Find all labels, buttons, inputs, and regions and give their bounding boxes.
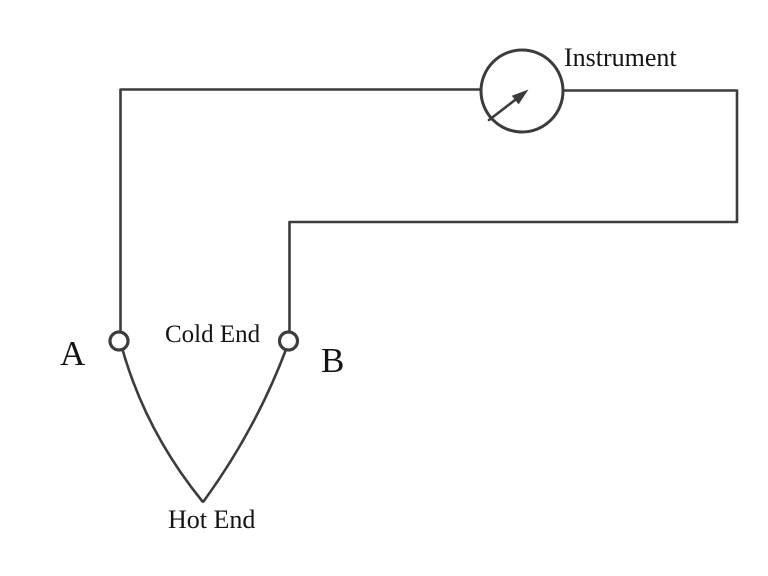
instrument-dial [479,48,565,134]
cold-end-label: Cold End [165,321,261,348]
thermocouple-leg-b [202,348,288,503]
terminal-a-label: A [60,334,86,373]
wire-a-to-instrument [119,88,483,334]
hot-end-label: Hot End [168,505,256,534]
junction-b-terminal [277,330,300,352]
junction-a-terminal [108,330,130,352]
thermocouple-leg-a [121,348,204,503]
wire-instrument-to-b [288,89,739,334]
terminal-b-label: B [321,341,345,380]
instrument-label: Instrument [564,43,677,72]
meter-needle-icon [487,89,529,122]
